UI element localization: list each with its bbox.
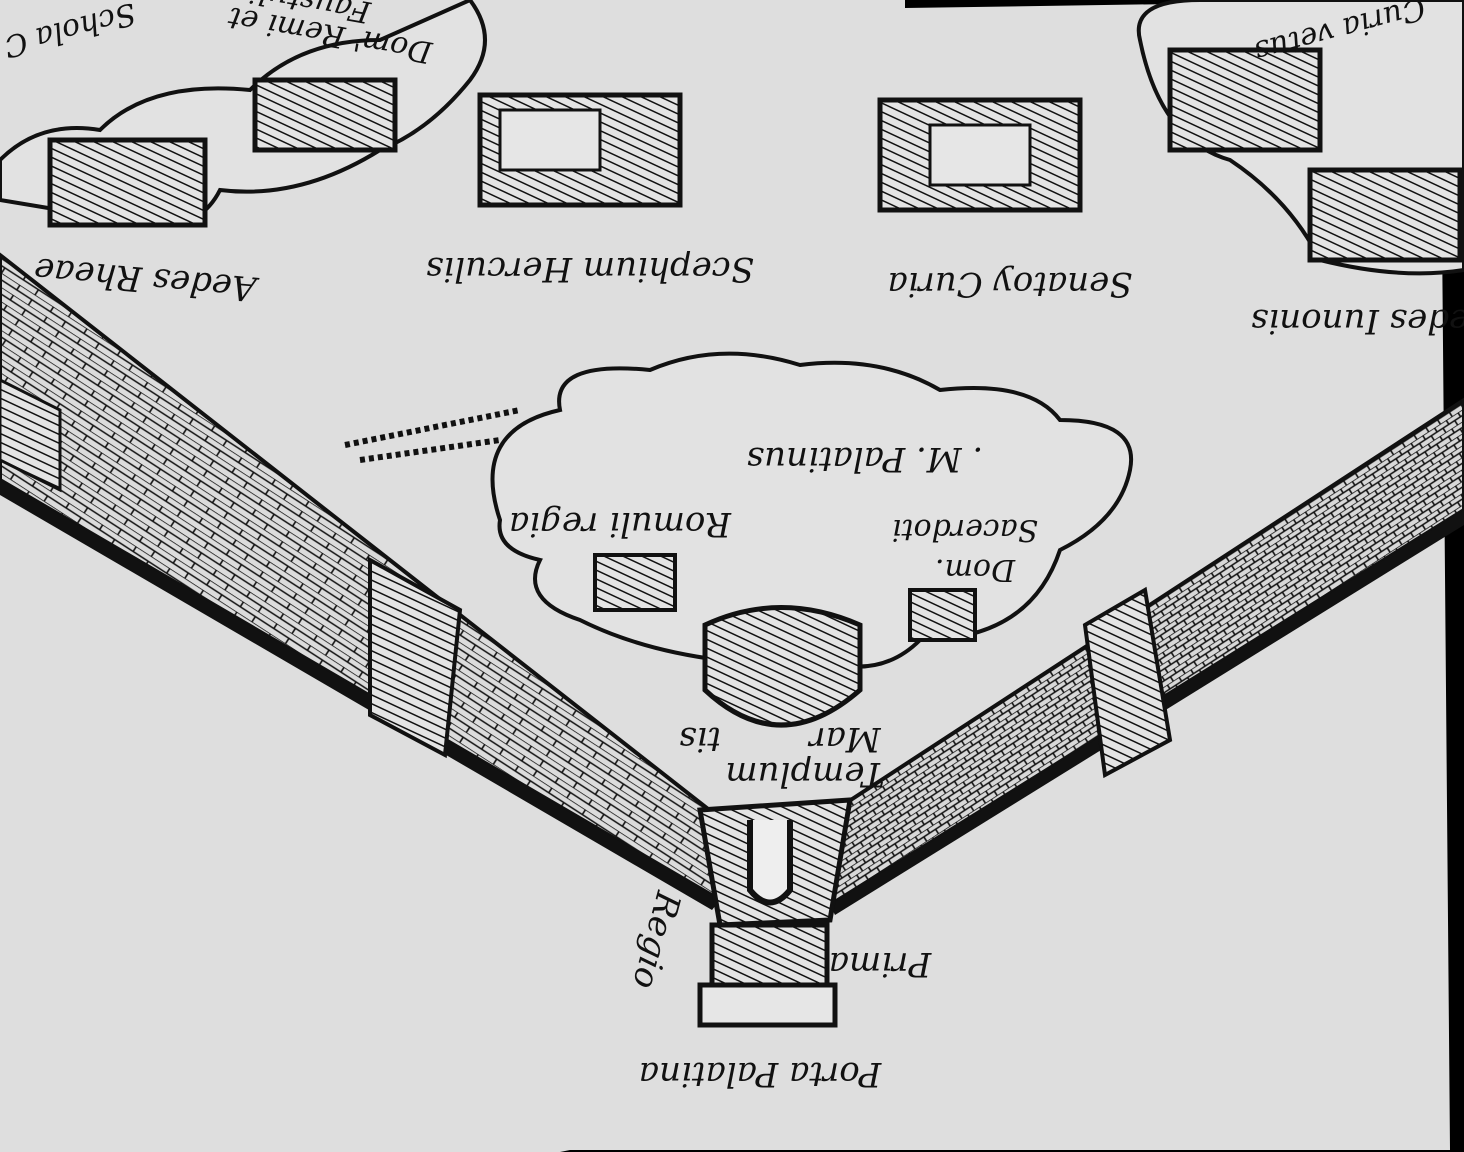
scephium-herculis-building [477, 92, 683, 208]
label-prima: Prima [829, 944, 933, 984]
label-romuli-regia: Romuli regia [509, 504, 732, 544]
label-aedes-iunonis: edes Iunonis [1251, 301, 1464, 341]
label-martis-2: tis [679, 719, 721, 759]
label-mons-palatinus: . M. Palatinus [747, 439, 984, 479]
label-senatus-curia: Senatoy Curia [887, 264, 1132, 304]
left-city-wall [0, 252, 738, 910]
right-city-wall [817, 397, 1464, 915]
label-dom-sacerdoti-2: Sacerdoti [892, 512, 1038, 547]
remi-faustuli-hill [0, 0, 487, 228]
senatus-curia-building [877, 97, 1083, 213]
label-scephium-herculis: Scephium Herculis [426, 249, 754, 289]
label-templum: Templum [725, 754, 884, 794]
label-dom-sacerdoti-1: Dom. [935, 552, 1016, 587]
palatine-hill [344, 351, 1134, 728]
label-martis-1: Mar [808, 719, 882, 759]
label-porta-palatina: Porta Palatina [639, 1054, 882, 1094]
porta-palatina-gate [697, 797, 853, 1028]
curia-vetus-hill [1136, 0, 1464, 276]
